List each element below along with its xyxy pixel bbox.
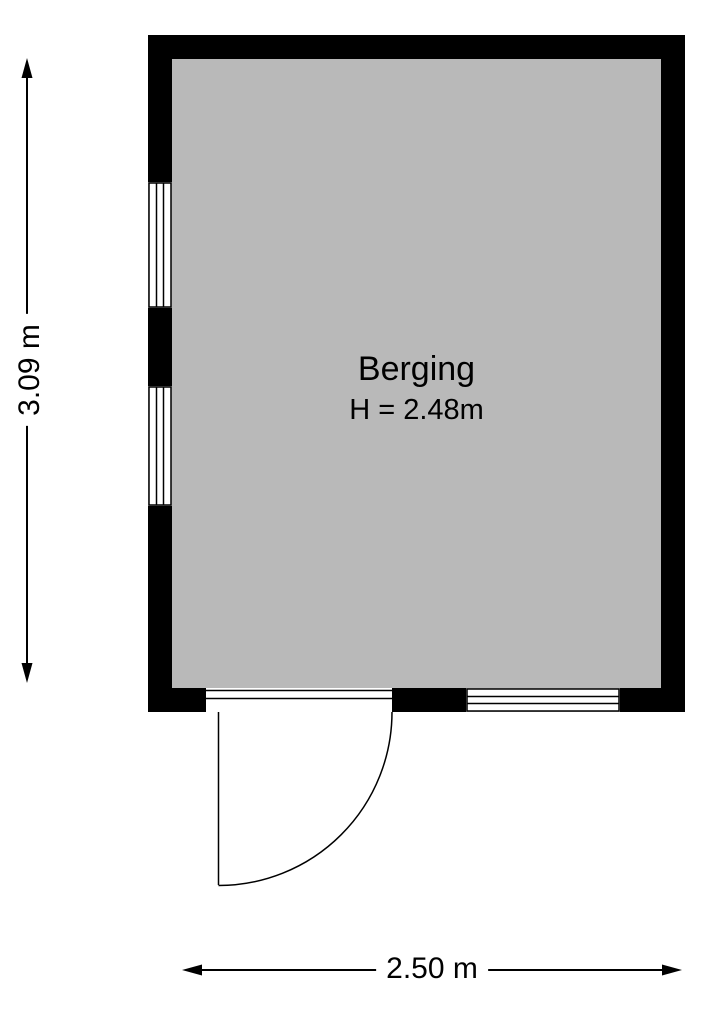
wall-top	[148, 35, 685, 59]
wall-bottom-middle	[392, 688, 466, 712]
arrowhead-left-icon	[182, 964, 202, 976]
room-berging	[148, 35, 685, 887]
wall-bottom-left	[148, 688, 206, 712]
door	[206, 688, 393, 887]
wall-left-lower	[148, 506, 172, 712]
window-frame	[148, 182, 172, 308]
room-label: Berging H = 2.48m	[172, 350, 661, 427]
room-name: Berging	[357, 350, 476, 388]
window-left-upper	[148, 182, 172, 308]
window-left-lower	[148, 386, 172, 506]
arrowhead-up-icon	[21, 58, 33, 78]
wall-bottom-right	[620, 688, 685, 712]
arrowhead-down-icon	[21, 663, 33, 683]
wall-right	[661, 35, 685, 712]
wall-left-upper	[148, 35, 172, 182]
door-opening	[206, 688, 392, 712]
dimension-label-vertical: 3.09 m	[11, 314, 49, 426]
window-frame	[148, 386, 172, 506]
room-floor	[148, 35, 685, 712]
arrowhead-right-icon	[662, 964, 682, 976]
dimension-label-horizontal: 2.50 m	[376, 950, 488, 988]
room-ceiling-height: H = 2.48m	[349, 394, 484, 427]
wall-left-middle	[148, 308, 172, 386]
window-bottom	[466, 688, 620, 712]
door-swing-arc	[218, 711, 393, 887]
window-frame	[466, 688, 620, 712]
walls	[148, 35, 685, 712]
